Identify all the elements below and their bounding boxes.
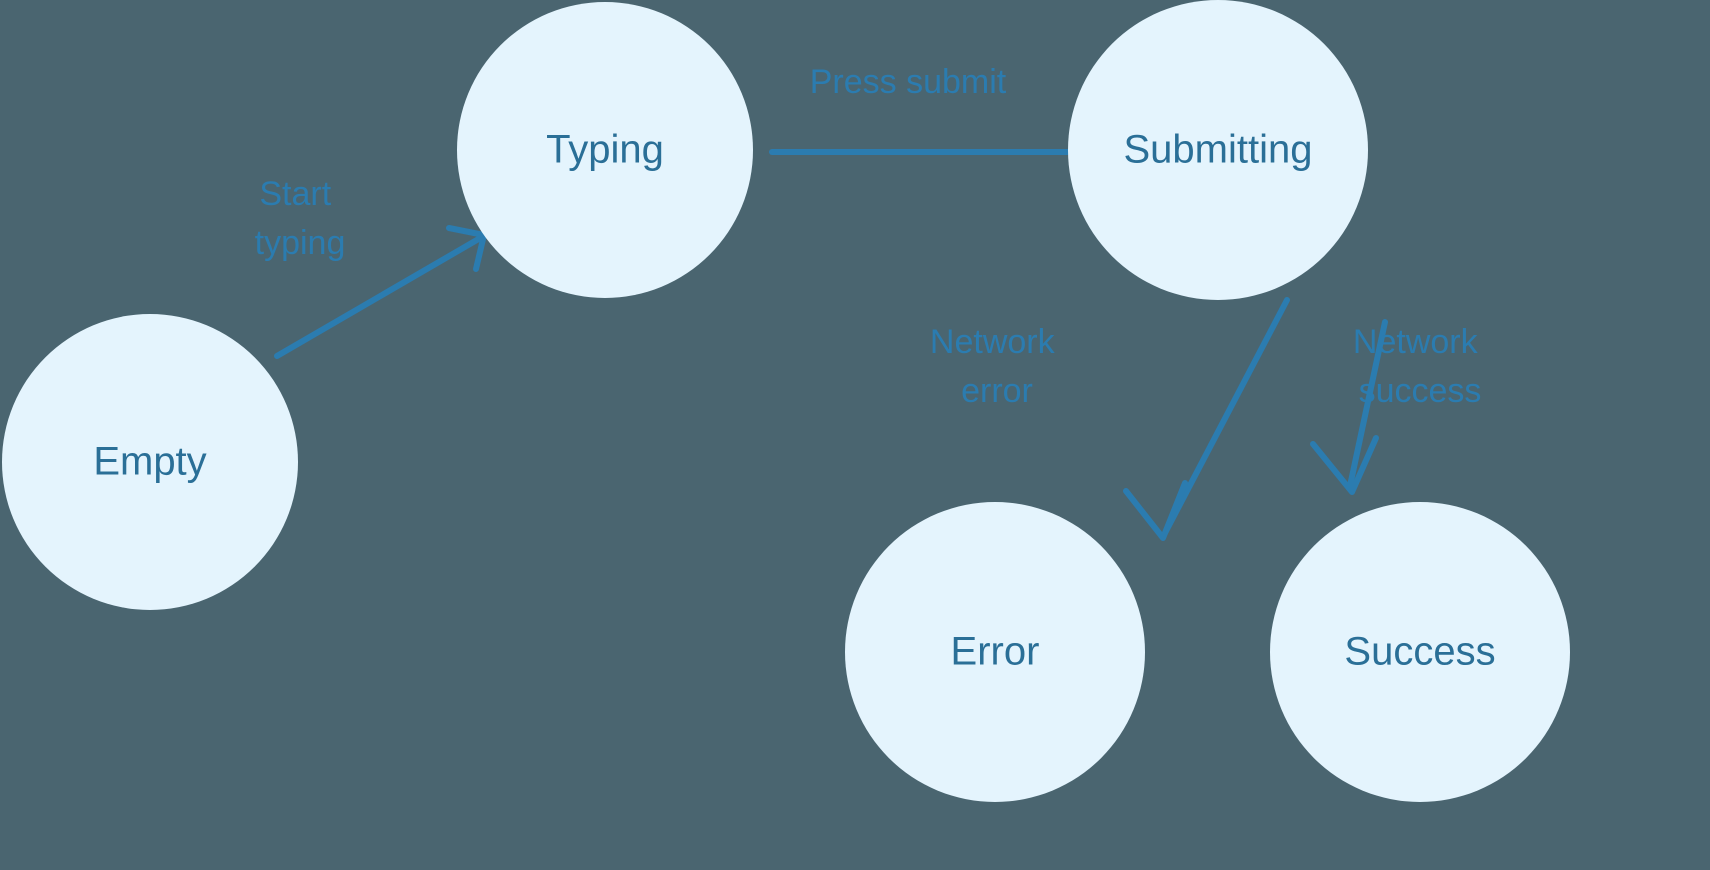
node-label-empty: Empty (93, 440, 206, 484)
edge-typing-to-submitting: Press submit (769, 63, 1145, 182)
edge-label-network-error: Network error (930, 323, 1064, 410)
edge-label-start-typing: Start typing (255, 175, 346, 262)
edge-line (1347, 319, 1388, 489)
node-empty[interactable]: Empty (2, 314, 298, 610)
edge-empty-to-typing: Start typing (255, 175, 487, 359)
arrowhead-icon (1123, 480, 1188, 541)
node-label-error: Error (951, 630, 1040, 674)
edge-label-line: Start (259, 175, 331, 213)
node-label-submitting: Submitting (1124, 128, 1313, 172)
edge-label-line: typing (255, 224, 346, 262)
node-submitting[interactable]: Submitting (1068, 0, 1368, 300)
edge-label-line: Press submit (810, 63, 1007, 101)
edge-label-line: success (1359, 372, 1482, 410)
node-error[interactable]: Error (845, 502, 1145, 802)
edge-submitting-to-error: Network error (930, 297, 1290, 541)
edge-line (1162, 297, 1290, 536)
edge-label-network-success: Network success (1353, 323, 1487, 410)
node-circle[interactable] (1270, 502, 1570, 802)
node-label-typing: Typing (546, 128, 664, 172)
edge-label-line: Network (1353, 323, 1479, 361)
edge-label-press-submit: Press submit (810, 63, 1007, 101)
edge-line (274, 234, 485, 359)
node-label-success: Success (1344, 630, 1495, 674)
edge-label-line: Network (930, 323, 1056, 361)
edge-submitting-to-success: Network success (1310, 319, 1487, 495)
node-circle[interactable] (845, 502, 1145, 802)
node-circle[interactable] (2, 314, 298, 610)
node-typing[interactable]: Typing (457, 2, 753, 298)
edge-label-line: error (961, 372, 1033, 410)
node-success[interactable]: Success (1270, 502, 1570, 802)
arrowhead-icon (1310, 435, 1379, 495)
node-circle[interactable] (457, 2, 753, 298)
node-circle[interactable] (1068, 0, 1368, 300)
